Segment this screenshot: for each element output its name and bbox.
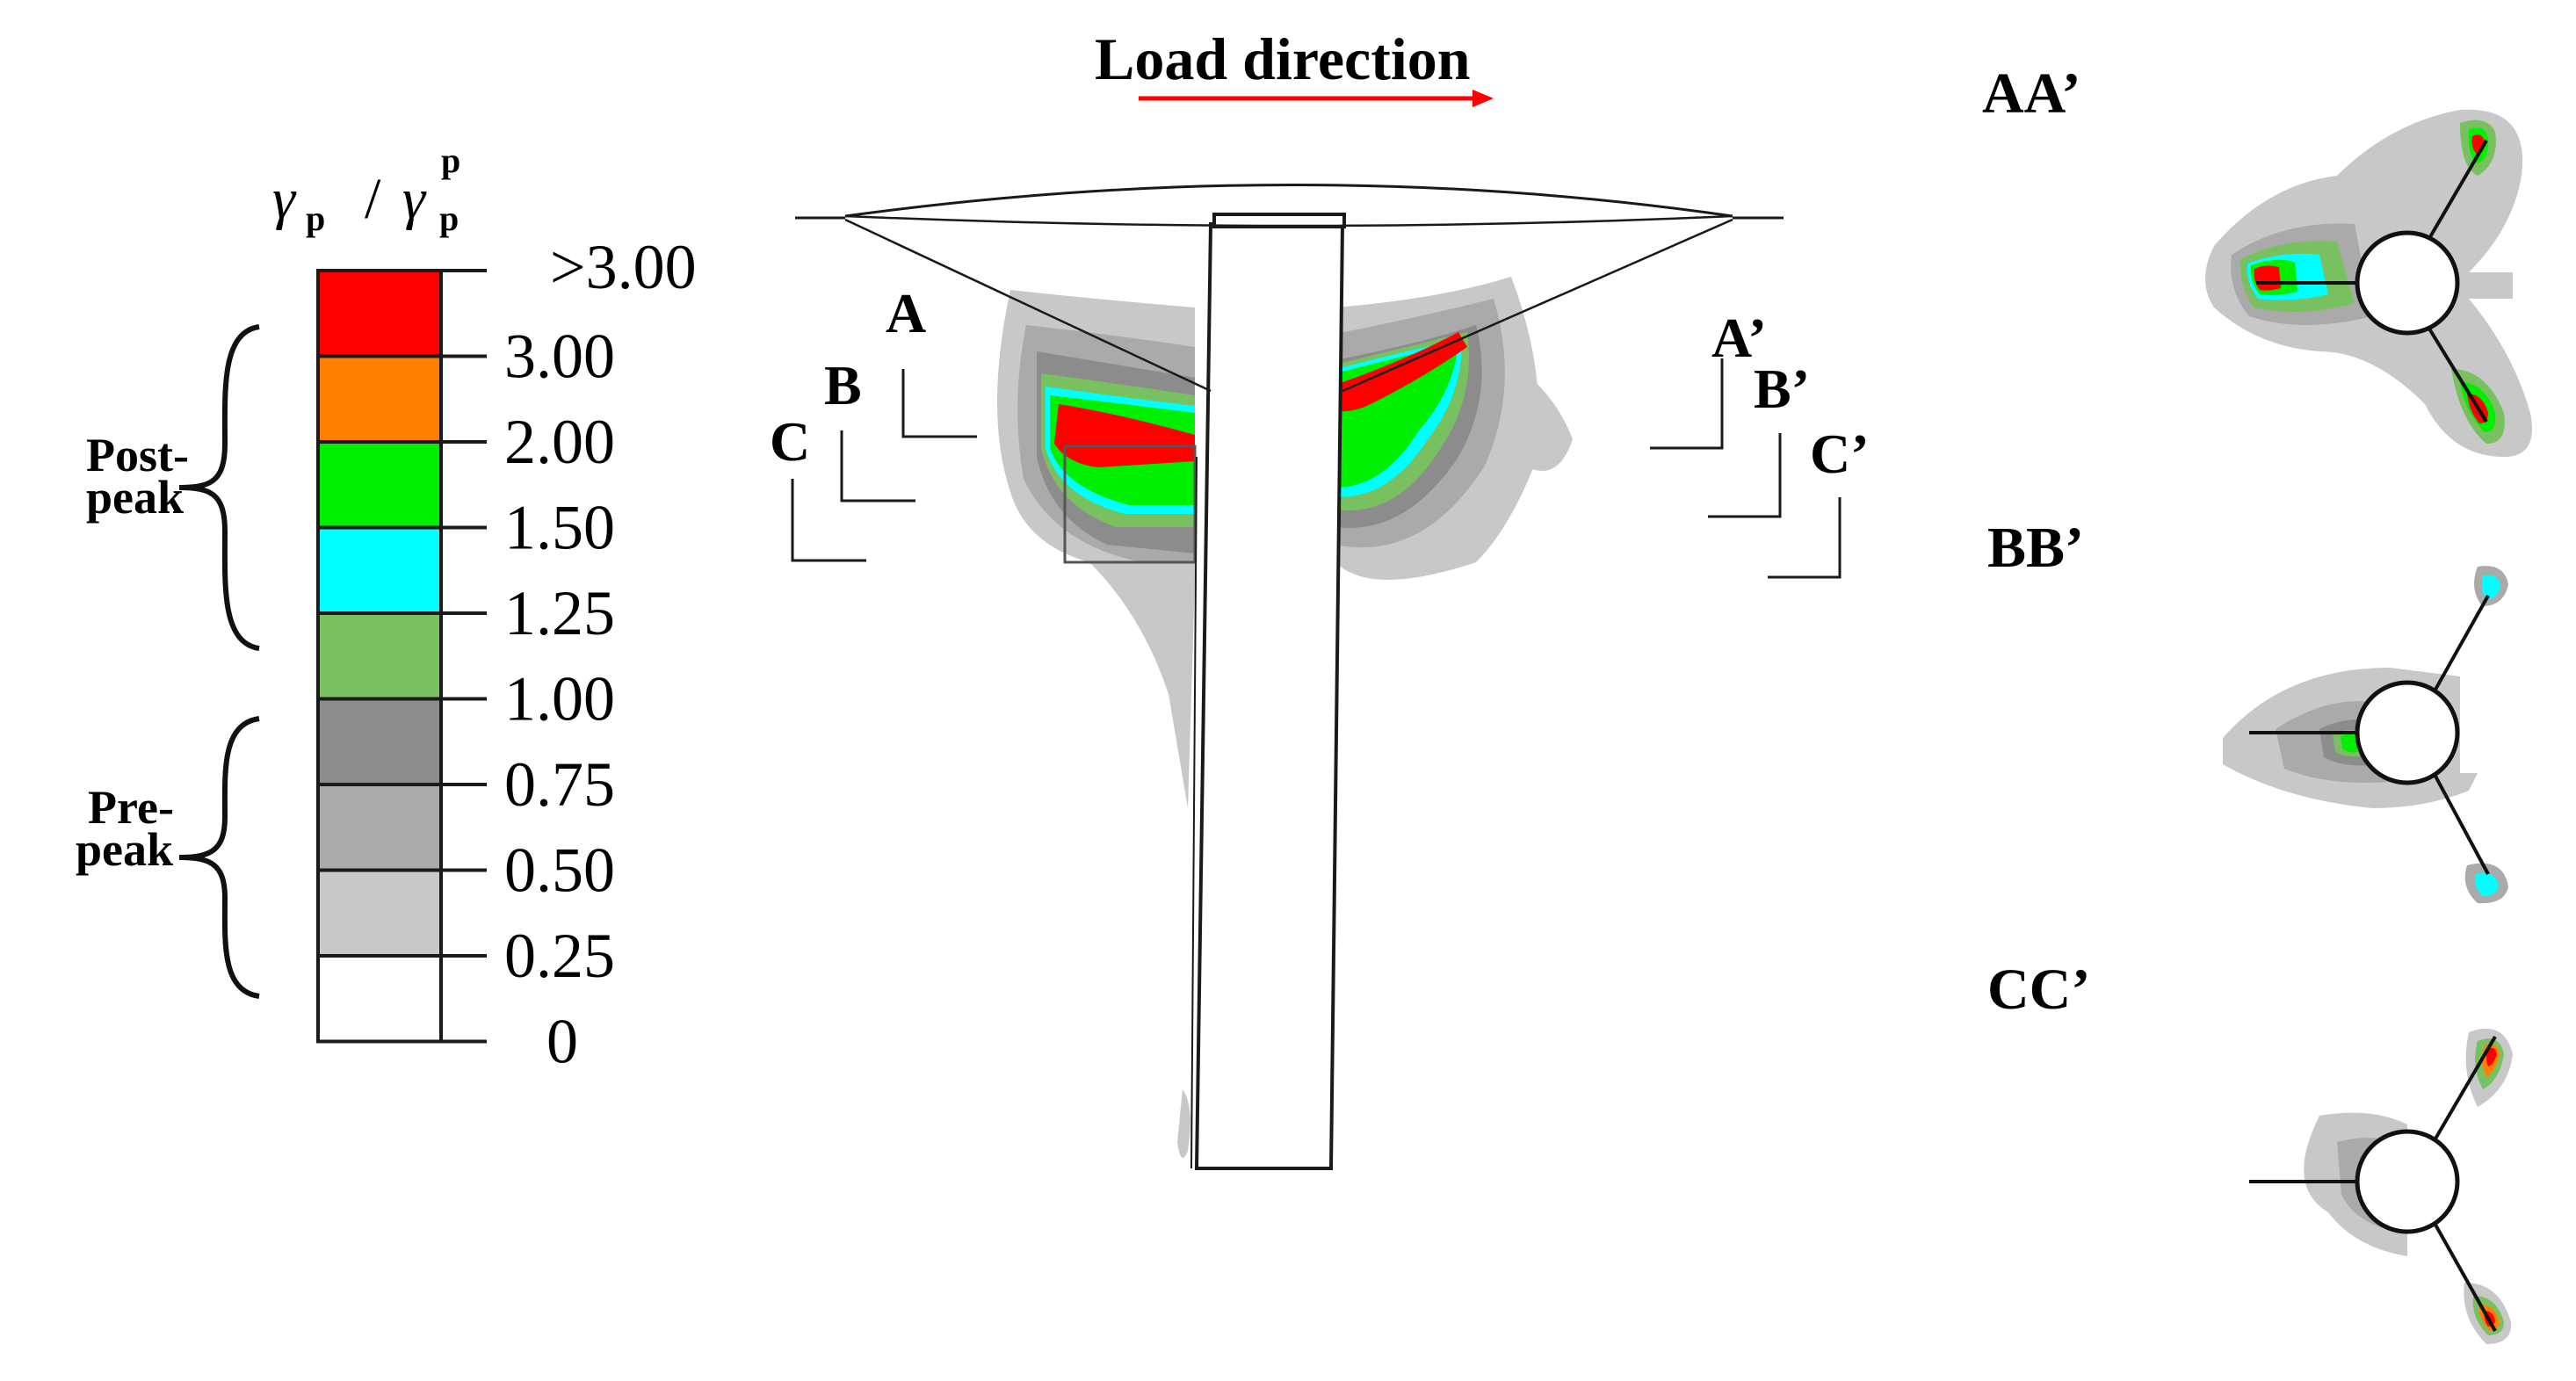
legend-bin-7 bbox=[316, 868, 443, 958]
section-aa-title: AA’ bbox=[1982, 61, 2080, 126]
legend-bin-8 bbox=[316, 954, 443, 1044]
aa-fin-top bbox=[2423, 139, 2488, 248]
legend-bin-4 bbox=[316, 611, 443, 701]
section-cc: CC’ bbox=[1987, 958, 2513, 1344]
aa-zone-red bbox=[2254, 265, 2281, 291]
post-peak-label-line2: peak bbox=[86, 471, 184, 524]
legend: γ p / γ p p 3.00 2.00 1.50 1.25 1.00 0.75 0.50… bbox=[76, 141, 697, 1077]
anchor-plate-arc bbox=[844, 184, 1733, 218]
bb-zone-bottom-cyan bbox=[2475, 873, 2499, 896]
anchor-plate-lower-arc bbox=[844, 214, 1733, 228]
section-label-a-left: A bbox=[886, 282, 926, 344]
legend-ticks bbox=[441, 269, 487, 1044]
legend-color-bar bbox=[316, 269, 443, 1044]
cc-fin-top bbox=[2430, 1035, 2497, 1146]
section-marker-a-right bbox=[1650, 358, 1724, 450]
post-peak-label-line1: Post- bbox=[86, 429, 189, 481]
bb-zone-green bbox=[2341, 734, 2357, 753]
section-marker-c-left bbox=[791, 479, 866, 562]
legend-title-sep: / bbox=[365, 167, 381, 231]
pre-peak-brace bbox=[178, 716, 260, 999]
legend-bin-5 bbox=[316, 697, 443, 786]
section-label-b-right: B’ bbox=[1754, 358, 1810, 420]
anchor-contour-view: A B C A’ B’ C’ bbox=[770, 184, 1870, 1170]
section-aa: AA’ bbox=[1982, 61, 2532, 458]
cc-zone-top-red bbox=[2486, 1047, 2497, 1066]
legend-bin-6 bbox=[316, 783, 443, 872]
legend-title-den-sup: p bbox=[441, 141, 460, 180]
legend-bin-0 bbox=[316, 269, 443, 358]
legend-tick-label-4: 1.00 bbox=[504, 664, 615, 734]
bb-fin-bottom bbox=[2430, 769, 2490, 875]
load-direction-arrow-head bbox=[1473, 90, 1494, 107]
legend-tick-labels: 3.00 2.00 1.50 1.25 1.00 0.75 0.50 0.25 0 bbox=[504, 322, 615, 1077]
anchor-wing-left bbox=[844, 218, 1212, 393]
load-direction-label: Load direction bbox=[1095, 25, 1471, 92]
fin-line bbox=[1190, 456, 1198, 1169]
legend-tick-label-8: 0 bbox=[546, 1007, 578, 1077]
section-marker-b-left bbox=[840, 430, 915, 503]
pre-peak-label-line2: peak bbox=[76, 823, 173, 876]
legend-top-label: >3.00 bbox=[550, 232, 697, 302]
load-direction: Load direction bbox=[1095, 25, 1494, 107]
section-cc-title: CC’ bbox=[1987, 958, 2090, 1022]
pre-peak-label-line1: Pre- bbox=[88, 781, 174, 834]
legend-bin-3 bbox=[316, 525, 443, 615]
section-label-a-right: A’ bbox=[1711, 307, 1767, 369]
aa-fin-bottom bbox=[2423, 320, 2488, 423]
stress-zone-light-right-spot bbox=[1476, 459, 1511, 520]
section-marker-a-left bbox=[901, 369, 977, 438]
section-label-c-right: C’ bbox=[1810, 423, 1870, 485]
section-bb: BB’ bbox=[1987, 516, 2508, 904]
legend-tick-label-0: 3.00 bbox=[504, 322, 615, 392]
legend-title-den-sub: p bbox=[439, 199, 459, 238]
bb-fin-top bbox=[2430, 595, 2490, 697]
stress-zone-red-left bbox=[1054, 404, 1195, 467]
legend-tick-label-6: 0.50 bbox=[504, 835, 615, 906]
anchor-fin-outline bbox=[1063, 445, 1197, 564]
cc-shaft-circle bbox=[2355, 1129, 2460, 1234]
legend-title-sub: p bbox=[306, 199, 325, 238]
bb-shaft-circle bbox=[2355, 680, 2460, 785]
anchor-shaft bbox=[1194, 222, 1345, 1170]
post-peak-brace bbox=[178, 324, 260, 651]
bb-zone-top-cyan bbox=[2481, 575, 2500, 599]
stress-zone-light-tip-left bbox=[1177, 1089, 1190, 1158]
legend-title-den: γ bbox=[402, 167, 427, 231]
section-marker-c-right bbox=[1768, 497, 1842, 579]
section-marker-b-right bbox=[1708, 433, 1782, 518]
stress-zone-red-right bbox=[1335, 332, 1467, 412]
legend-tick-label-2: 1.50 bbox=[504, 493, 615, 563]
legend-tick-label-5: 0.75 bbox=[504, 749, 615, 820]
legend-tick-label-1: 2.00 bbox=[504, 407, 615, 477]
cc-fin-bottom bbox=[2430, 1218, 2497, 1332]
legend-bin-2 bbox=[316, 440, 443, 530]
section-label-c-left: C bbox=[770, 410, 810, 473]
anchor-wing-right bbox=[1342, 218, 1733, 393]
section-bb-title: BB’ bbox=[1987, 516, 2084, 580]
legend-tick-label-7: 0.25 bbox=[504, 921, 615, 991]
legend-tick-label-3: 1.25 bbox=[504, 578, 615, 648]
aa-shaft-circle bbox=[2355, 230, 2460, 336]
legend-bin-1 bbox=[316, 354, 443, 444]
legend-title-symbol: γ bbox=[272, 167, 297, 231]
section-label-b-left: B bbox=[824, 354, 862, 416]
